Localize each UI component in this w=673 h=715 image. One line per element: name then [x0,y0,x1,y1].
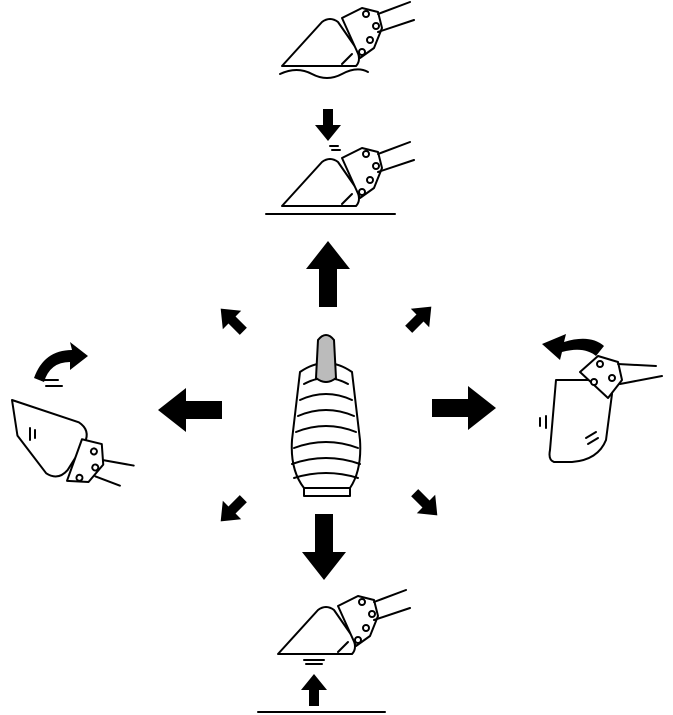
press-marks-left [41,379,63,387]
arrow-down-right-icon [405,483,447,525]
arrow-up-left-icon [211,299,253,341]
arrow-down-icon [315,109,341,141]
arrow-down-left-icon [211,489,253,531]
curved-arrow-dump-icon [542,334,604,360]
release-marks-right [585,431,599,445]
bucket-dump-icon [548,355,663,463]
side-marks-left [29,427,36,441]
side-marks-right [539,415,547,429]
press-marks-bottom [303,659,325,665]
arrow-left-icon [158,388,222,432]
arrow-down-icon [302,514,346,580]
arrow-right-icon [432,386,496,430]
bucket-float-icon [279,1,415,79]
press-marks [329,145,341,151]
curved-arrow-curl-icon [34,342,88,382]
bucket-curl-icon [11,399,135,487]
arrow-up-icon [301,674,327,706]
bucket-raise-icon [281,141,415,207]
arrow-up-right-icon [399,297,441,339]
bucket-lower-icon [277,589,411,655]
joystick-icon [290,334,362,497]
arrow-up-icon [306,241,350,307]
